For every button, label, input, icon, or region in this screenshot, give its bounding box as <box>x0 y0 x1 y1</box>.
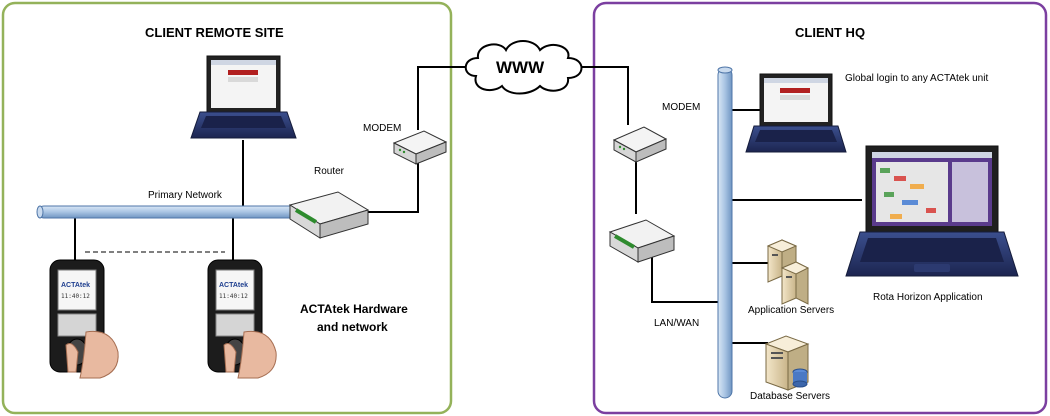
hq-network-bus <box>717 66 733 399</box>
hq-login-laptop-icon <box>745 73 847 153</box>
remote-site-frame <box>1 1 453 415</box>
rota-laptop-icon <box>845 145 1019 277</box>
db-servers-label: Database Servers <box>750 391 830 402</box>
cloud-label: WWW <box>496 58 545 77</box>
terminal-time: 11:40:12 <box>219 293 248 300</box>
database-server-icon <box>764 335 810 391</box>
remote-laptop-icon <box>190 55 297 139</box>
cloud-icon <box>464 40 583 95</box>
remote-site-title: CLIENT REMOTE SITE <box>145 25 284 40</box>
router-label: Router <box>314 166 345 177</box>
terminal-left: ACTAtek 11:40:12 <box>49 259 119 379</box>
terminal-right: ACTAtek 11:40:12 <box>207 259 277 379</box>
terminal-brand: ACTAtek <box>61 282 90 289</box>
remote-modem-icon <box>392 130 448 165</box>
rota-label: Rota Horizon Application <box>873 292 983 303</box>
lan-label: LAN/WAN <box>654 318 699 329</box>
application-servers-icon <box>766 239 810 305</box>
primary-network-bus <box>36 205 329 219</box>
primary-network-label: Primary Network <box>148 190 223 201</box>
hq-frame <box>592 1 1048 415</box>
hq-modem-label: MODEM <box>662 102 700 113</box>
hq-title: CLIENT HQ <box>795 25 865 40</box>
cables <box>74 66 862 344</box>
remote-modem-label: MODEM <box>363 123 401 134</box>
app-servers-label: Application Servers <box>748 305 834 316</box>
remote-router-icon <box>288 191 370 239</box>
terminal-brand: ACTAtek <box>219 282 248 289</box>
hardware-label-line1: ACTAtek Hardware <box>300 302 408 316</box>
hq-modem-icon <box>612 126 668 163</box>
terminal-time: 11:40:12 <box>61 293 90 300</box>
hq-router-icon <box>608 219 676 263</box>
hardware-label-line2: and network <box>317 320 388 334</box>
global-login-label: Global login to any ACTAtek unit <box>845 73 988 84</box>
